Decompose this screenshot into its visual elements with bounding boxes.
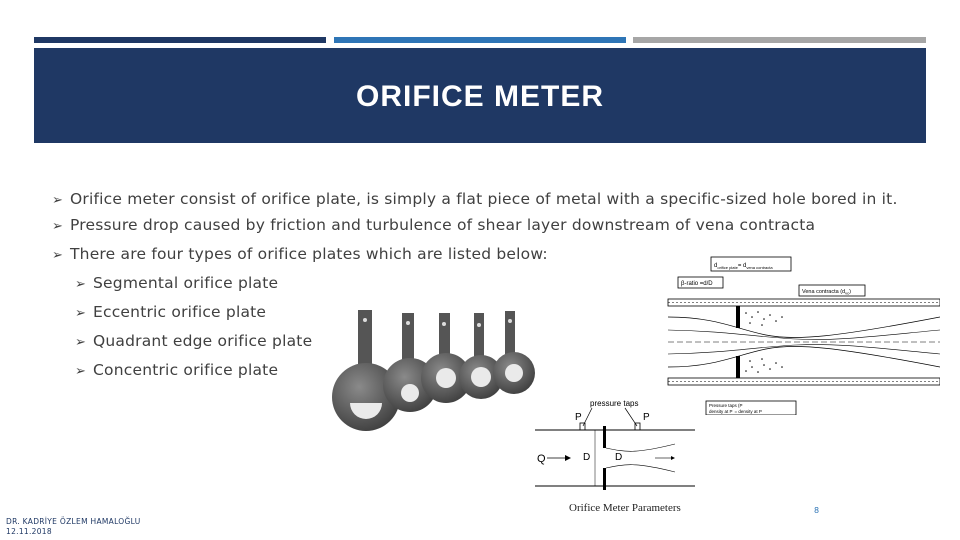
svg-text:D: D: [583, 452, 590, 463]
accent-bar-dark: [34, 37, 326, 43]
bullet-text: There are four types of orifice plates w…: [70, 245, 548, 263]
page-number: 8: [814, 506, 820, 515]
arrowhead-bullet-icon: ➢: [52, 193, 64, 208]
footer: DR. KADRİYE ÖZLEM HAMALOĞLU 12.11.2018: [6, 517, 141, 537]
arrowhead-bullet-icon: ➢: [75, 335, 87, 350]
segmental-plate: [332, 363, 400, 431]
arrowhead-bullet-icon: ➢: [52, 248, 64, 263]
bullet-item: ➢ There are four types of orifice plates …: [52, 245, 548, 263]
sub-bullet-text: Eccentric orifice plate: [93, 303, 267, 321]
orifice-plates-photo: [332, 310, 535, 431]
arrowhead-bullet-icon: ➢: [75, 364, 87, 379]
accent-bar-blue: [334, 37, 626, 43]
orifice-meter-parameters-diagram: pressure taps P P Q D D: [525, 398, 700, 498]
sub-bullet-text: Quadrant edge orifice plate: [93, 332, 313, 350]
bullet-text: Orifice meter consist of orifice plate, …: [70, 190, 898, 208]
bullet-text: Pressure drop caused by friction and tur…: [70, 216, 816, 234]
sub-bullet-item: ➢ Quadrant edge orifice plate: [75, 332, 312, 350]
plate-handle: [358, 310, 372, 375]
svg-text:P: P: [575, 412, 582, 423]
footer-author: DR. KADRİYE ÖZLEM HAMALOĞLU: [6, 517, 141, 526]
title-banner: ORIFICE METER: [34, 48, 926, 143]
sub-bullet-text: Segmental orifice plate: [93, 274, 279, 292]
arrowhead-bullet-icon: ➢: [75, 277, 87, 292]
svg-text:Pressure taps (P: Pressure taps (P: [709, 403, 743, 408]
slide-title: ORIFICE METER: [355, 80, 604, 113]
sub-bullet-item: ➢ Concentric orifice plate: [75, 361, 278, 379]
sub-bullet-item: ➢ Segmental orifice plate: [75, 274, 278, 292]
svg-text:Vena contracta (dvc): Vena contracta (dvc): [802, 289, 851, 296]
footer-date: 12.11.2018: [6, 527, 52, 536]
sub-bullet-item: ➢ Eccentric orifice plate: [75, 303, 266, 321]
vena-contracta-diagram: dorifice plate= dvena contracta β-ratio …: [666, 255, 940, 415]
svg-text:pressure taps: pressure taps: [590, 399, 638, 408]
accent-bar-gray: [633, 37, 926, 43]
bullet-item: ➢ Orifice meter consist of orifice plate,…: [52, 190, 898, 208]
arrowhead-bullet-icon: ➢: [75, 306, 87, 321]
svg-text:density at P= density at P: density at P= density at P: [709, 409, 762, 414]
svg-text:dorifice plate= dvena contract: dorifice plate= dvena contracta: [714, 263, 773, 270]
sub-bullet-text: Concentric orifice plate: [93, 361, 279, 379]
figure-caption: Orifice Meter Parameters: [569, 502, 681, 514]
svg-text:P: P: [643, 412, 650, 423]
svg-text:β-ratio =d/D: β-ratio =d/D: [681, 281, 713, 287]
bullet-item: ➢ Pressure drop caused by friction and tu…: [52, 216, 815, 234]
svg-text:Q: Q: [537, 453, 546, 465]
arrowhead-bullet-icon: ➢: [52, 219, 64, 234]
svg-text:D: D: [615, 452, 622, 463]
